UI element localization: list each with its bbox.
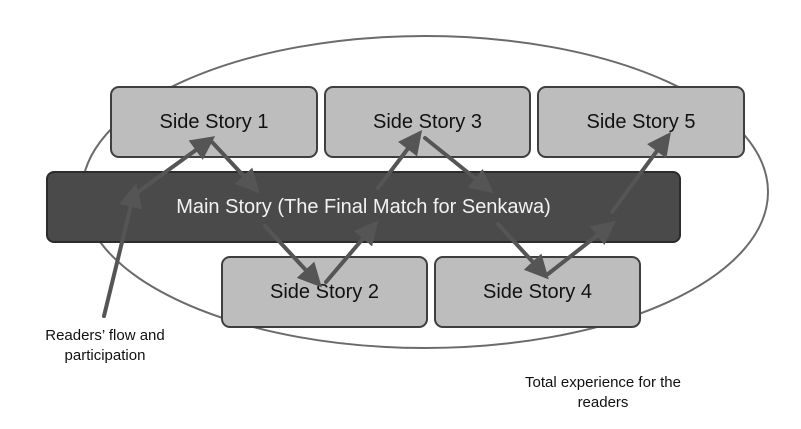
readers-flow-arrow-6 [376, 130, 423, 190]
readers-flow-arrow-5 [324, 220, 379, 284]
readers-flow-arrow-1 [102, 183, 143, 318]
total-experience-caption-line-1: Total experience for the [525, 374, 681, 391]
readers-flow-arrow-3 [210, 140, 260, 194]
readers-flow-arrow-4 [263, 224, 322, 288]
side-story-5-box: Side Story 5 [537, 86, 745, 158]
side-story-3-box: Side Story 3 [324, 86, 531, 158]
readers-flow-arrow-8 [496, 222, 549, 280]
side-story-4-label: Side Story 4 [483, 280, 592, 303]
total-experience-caption: Total experience for the readers [498, 373, 708, 413]
readers-flow-arrow-2 [136, 136, 216, 194]
readers-flow-caption-line-2: participation [64, 347, 146, 364]
side-story-1-label: Side Story 1 [159, 110, 269, 133]
readers-flow-caption-line-1: Readers’ flow and [45, 327, 165, 344]
readers-flow-caption: Readers’ flow and participation [20, 326, 190, 366]
readers-flow-arrow-10 [610, 131, 671, 214]
readers-flow-arrow-9 [546, 220, 616, 276]
side-story-3-label: Side Story 3 [373, 110, 482, 133]
main-story-label: Main Story (The Final Match for Senkawa) [176, 195, 551, 218]
readers-flow-arrow-7 [423, 136, 494, 194]
total-experience-caption-line-2: readers [577, 394, 629, 411]
side-story-5-label: Side Story 5 [586, 110, 696, 133]
